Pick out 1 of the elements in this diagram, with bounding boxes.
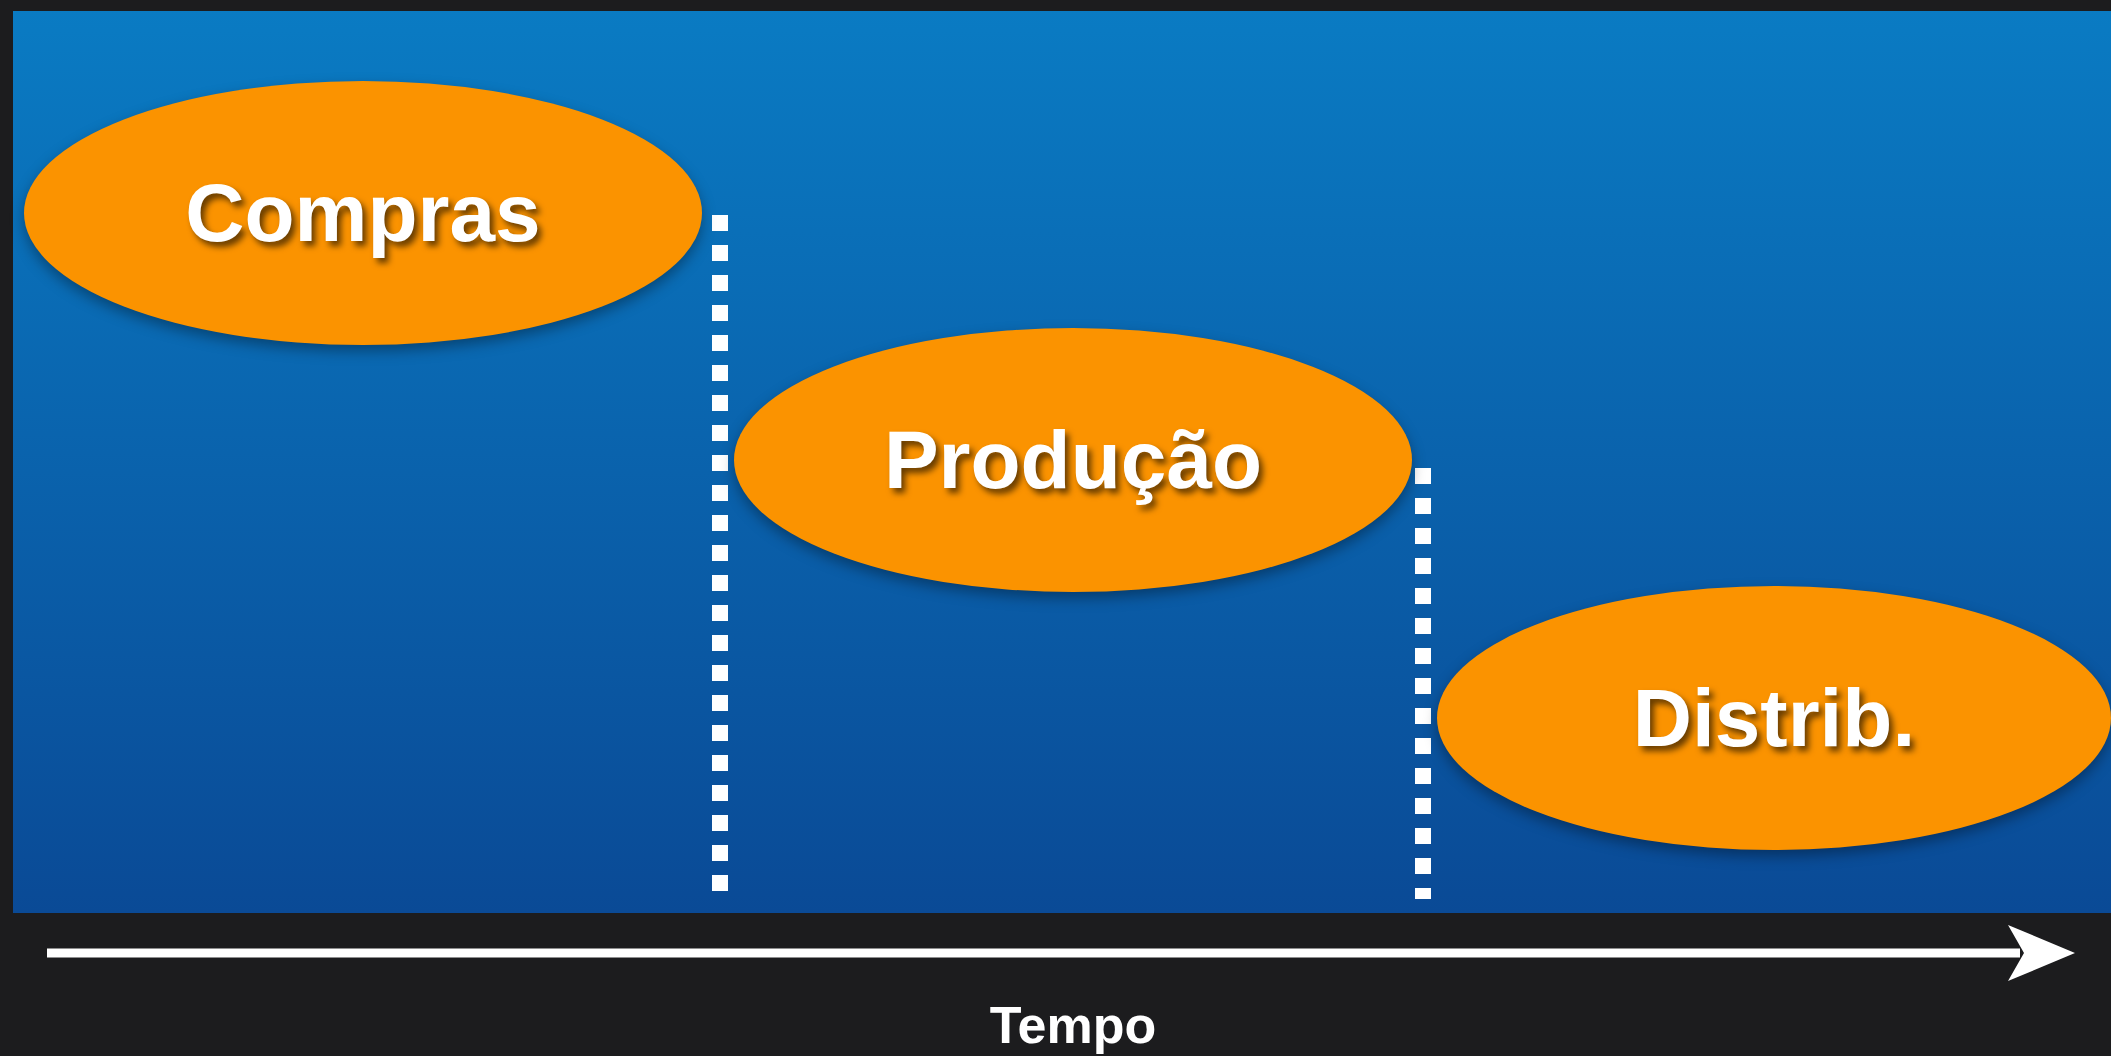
axis-label: Tempo xyxy=(989,995,1157,1055)
